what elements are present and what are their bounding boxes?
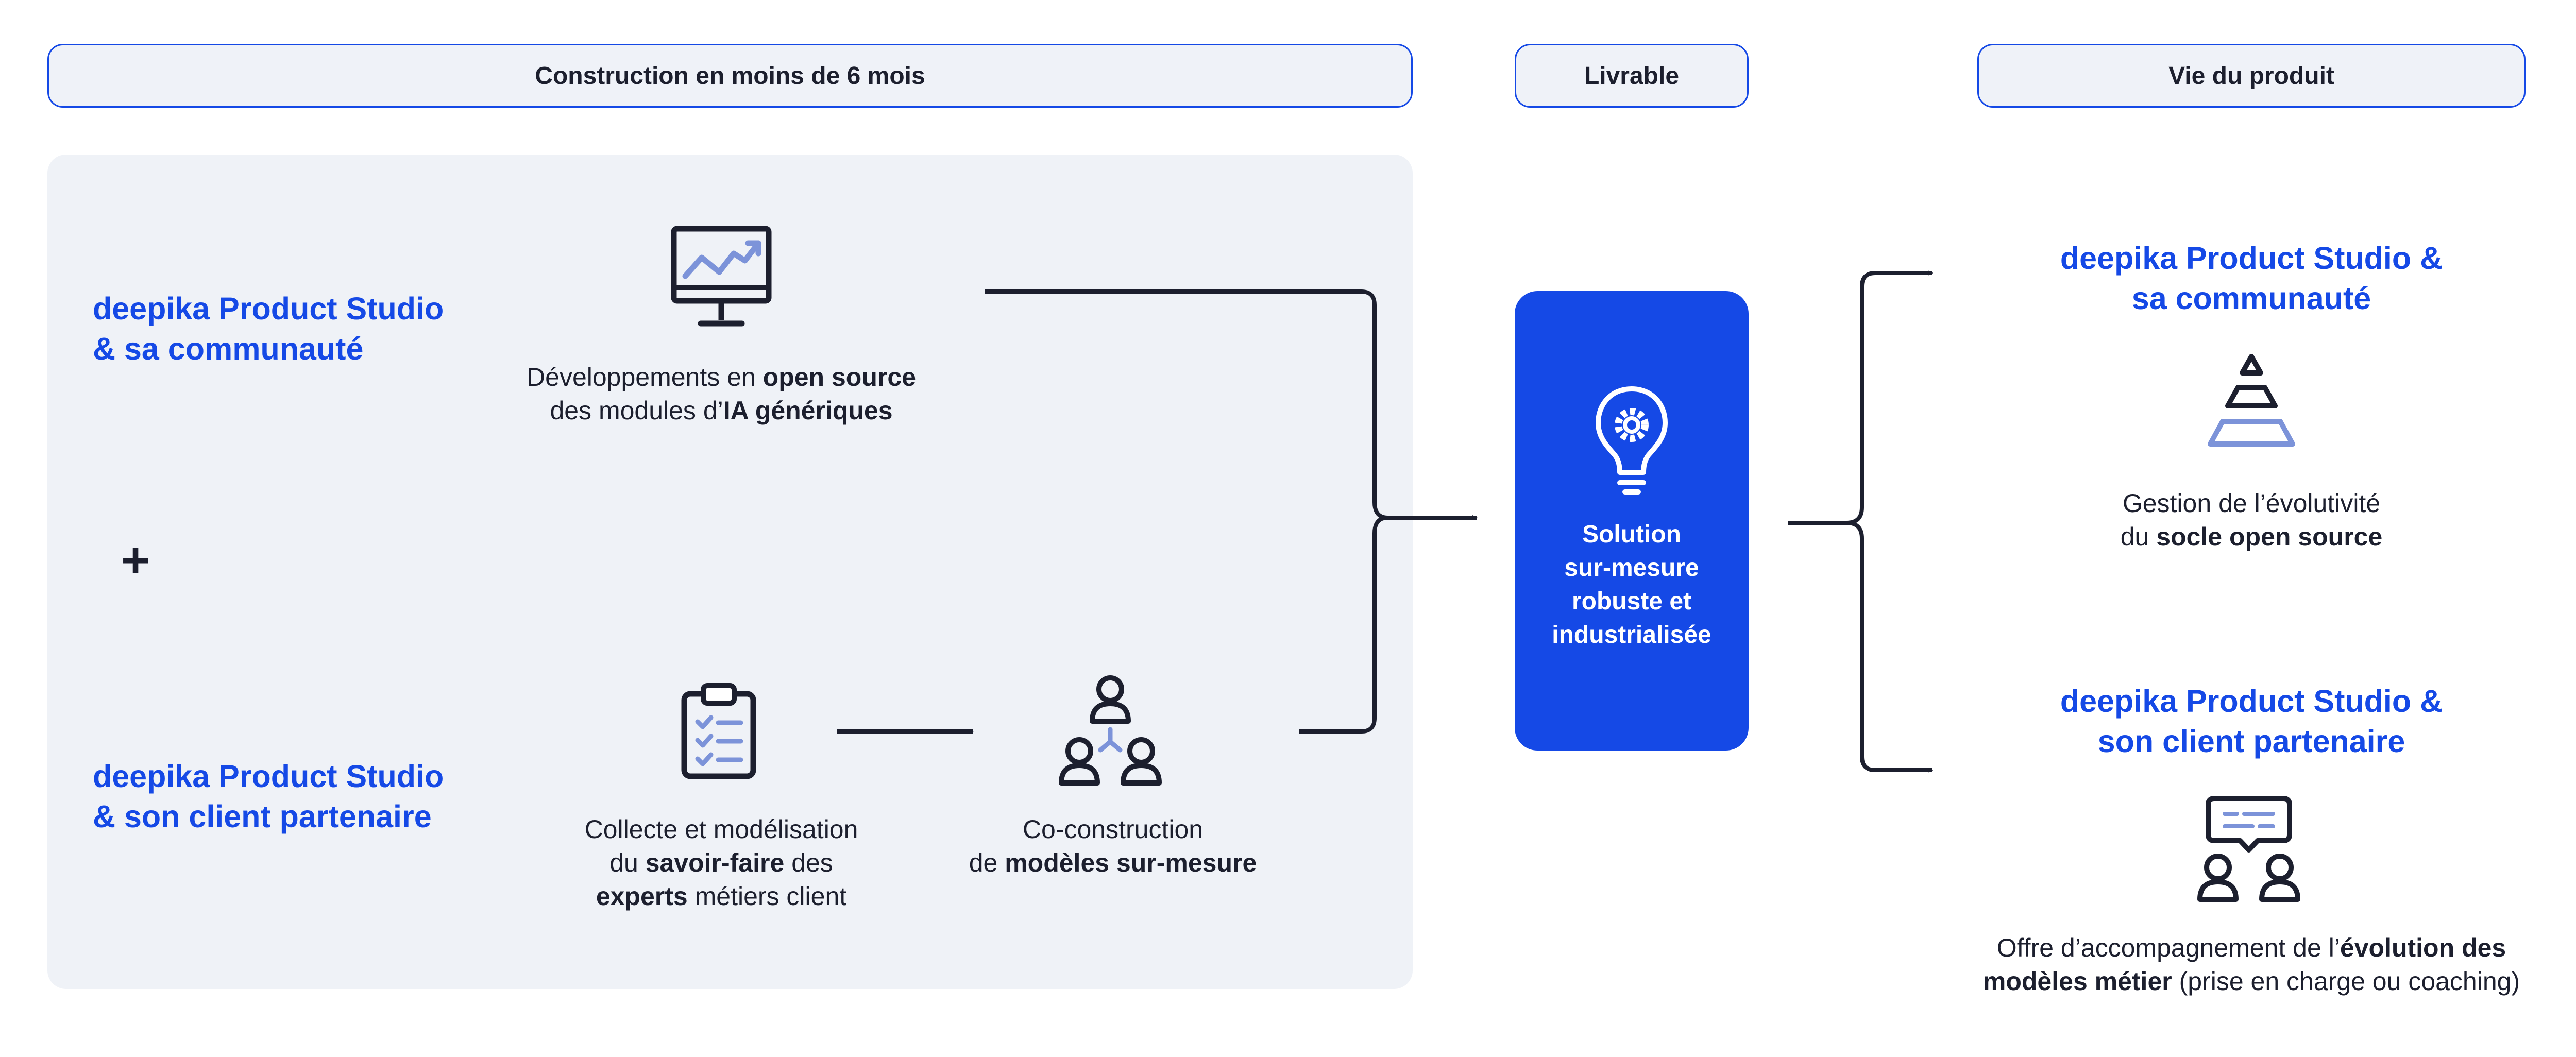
fork-upper [1846, 271, 1876, 525]
coaching-chat-icon [2197, 796, 2300, 902]
actor-client-partner: deepika Product Studio & son client part… [93, 759, 444, 834]
caption-gestion-evolutivite: Gestion de l’évolutivité du socle open s… [2120, 489, 2383, 551]
right-actor-community: deepika Product Studio & sa communauté [2060, 241, 2443, 316]
team-collaboration-icon [1059, 675, 1162, 786]
header-vie-du-produit: Vie du produit [1977, 44, 2526, 108]
clipboard-checklist-icon [681, 683, 756, 779]
caption-open-source: Développements en open source des module… [527, 363, 916, 425]
caption-offre-accompagnement: Offre d’accompagnement de l’évolution de… [1982, 933, 2520, 996]
lightbulb-gear-icon [1596, 386, 1668, 495]
header-construction: Construction en moins de 6 mois [47, 44, 1413, 108]
actor-community: deepika Product Studio & sa communauté [93, 291, 444, 366]
plus-sign: + [121, 533, 150, 588]
deliverable-card [1515, 291, 1749, 751]
fork-lower [1846, 521, 1876, 772]
right-actor-client-partner: deepika Product Studio & son client part… [2060, 684, 2443, 759]
deliverable-label: Solution sur-mesure robuste et industria… [1552, 521, 1711, 649]
connector-open-source [985, 289, 1388, 520]
pyramid-layers-icon [2208, 354, 2295, 447]
caption-co-construction: Co-construction de modèles sur-mesure [969, 815, 1257, 877]
header-livrable: Livrable [1515, 44, 1749, 108]
monitor-chart-icon [671, 226, 772, 327]
connector-co-construction [1299, 516, 1388, 734]
caption-collecte: Collecte et modélisation du savoir-faire… [584, 815, 858, 911]
